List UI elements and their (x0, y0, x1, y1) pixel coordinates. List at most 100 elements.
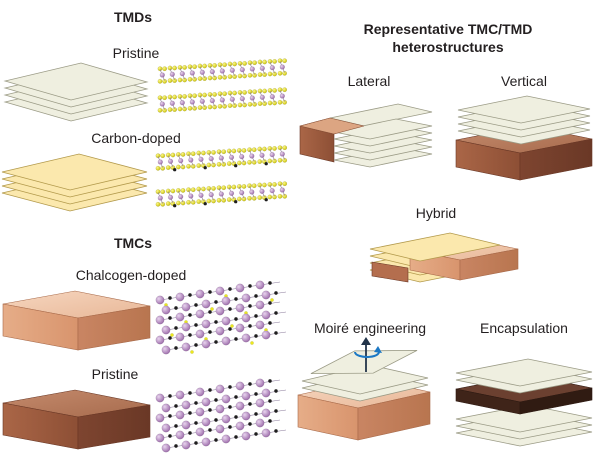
metal-atom (255, 398, 265, 408)
chalcogen-atom (170, 152, 176, 158)
metal-atom (169, 100, 175, 106)
carbon-atom (174, 404, 178, 408)
chalcogen-atom (177, 94, 183, 99)
tmc-chalcogen-lattice (155, 280, 287, 355)
tmd-carbon-lattice-1 (155, 145, 288, 172)
metal-atom (195, 407, 205, 417)
metal-atom (201, 319, 211, 329)
chalcogen-atom (221, 185, 227, 191)
metal-atom (241, 391, 251, 401)
metal-atom (161, 423, 171, 433)
chalcogen-atom (221, 197, 227, 203)
carbon-atom (264, 161, 268, 166)
tmc-heading: TMCs (114, 235, 152, 251)
carbon-atom (248, 402, 252, 406)
carbon-atom (274, 389, 278, 393)
carbon-atom (188, 391, 192, 395)
tmd-pristine-label: Pristine (113, 45, 160, 61)
carbon-atom (194, 421, 198, 425)
chalcogen-atom (187, 93, 193, 99)
metal-atom (249, 153, 255, 159)
chalcogen-atom (167, 94, 173, 100)
metal-atom (261, 330, 271, 340)
chalcogen-atom (247, 89, 253, 95)
metal-atom (279, 64, 285, 70)
chalcogen-atom (227, 90, 233, 96)
chalcogen-atom (211, 162, 216, 168)
chalcogen-atom (177, 65, 183, 70)
chalcogen-atom (212, 75, 217, 81)
chalcogen-atom (221, 161, 227, 167)
metal-atom (221, 414, 231, 424)
metal-atom (221, 434, 231, 444)
carbon-atom (274, 429, 278, 433)
chalcogen-atom (222, 62, 227, 68)
chalcogen-atom (277, 193, 283, 199)
chalcogen-atom (206, 150, 212, 155)
metal-atom (261, 408, 271, 418)
metal-atom (249, 95, 255, 101)
chalcogen-atom (257, 182, 263, 188)
metal-atom (255, 378, 265, 388)
metal-atom (241, 313, 251, 323)
carbon-atom (168, 316, 172, 320)
metal-atom (169, 71, 175, 77)
chalcogen-atom (187, 64, 193, 70)
carbon-atom (248, 422, 252, 426)
tmc-pristine-block (2, 389, 151, 450)
metal-atom (209, 98, 215, 104)
chalcogen-atom (190, 350, 194, 354)
chalcogen-atom (207, 75, 213, 81)
metal-atom (181, 400, 191, 410)
chalcogen-atom (197, 105, 203, 110)
metal-atom (221, 296, 231, 306)
chalcogen-atom (226, 148, 232, 154)
chalcogen-atom (170, 188, 176, 194)
metal-atom (259, 188, 265, 194)
metal-atom (161, 345, 171, 355)
chalcogen-atom (197, 92, 203, 98)
chalcogen-atom (175, 152, 181, 157)
chalcogen-atom (180, 200, 186, 206)
chalcogen-atom (186, 163, 191, 169)
metal-atom (195, 289, 205, 299)
chalcogen-atom (277, 99, 283, 105)
chalcogen-atom (165, 165, 171, 170)
chalcogen-atom (262, 101, 267, 106)
metal-atom (159, 72, 165, 78)
metal-atom (255, 418, 265, 428)
carbon-atom (248, 304, 252, 308)
chalcogen-atom (155, 201, 161, 207)
metal-atom (161, 443, 171, 453)
chalcogen-atom (196, 199, 202, 204)
metal-atom (261, 388, 271, 398)
tmd-carbon-lattice-2 (155, 181, 288, 208)
chalcogen-atom (282, 70, 287, 76)
chalcogen-atom (217, 103, 223, 109)
chalcogen-atom (175, 200, 181, 206)
metal-atom (199, 69, 205, 75)
chalcogen-atom (180, 188, 186, 193)
carbon-atom (248, 324, 252, 328)
metal-atom (241, 431, 251, 441)
metal-atom (229, 96, 235, 102)
chalcogen-atom (162, 107, 167, 113)
metal-atom (175, 390, 185, 400)
chalcogen-atom (157, 107, 163, 113)
chalcogen-atom (172, 65, 177, 71)
carbon-atom (174, 326, 178, 330)
metal-atom (161, 325, 171, 335)
carbon-atom (268, 419, 272, 423)
metal-atom (181, 440, 191, 450)
tmc-chalcogen-block (2, 290, 151, 351)
chalcogen-atom (190, 199, 196, 205)
chalcogen-atom (247, 72, 253, 78)
carbon-atom (168, 414, 172, 418)
chalcogen-atom (237, 61, 243, 66)
chalcogen-atom (242, 102, 247, 108)
chalcogen-atom (252, 101, 257, 107)
carbon-atom (214, 418, 218, 422)
vertical-heterostructure (455, 95, 593, 181)
